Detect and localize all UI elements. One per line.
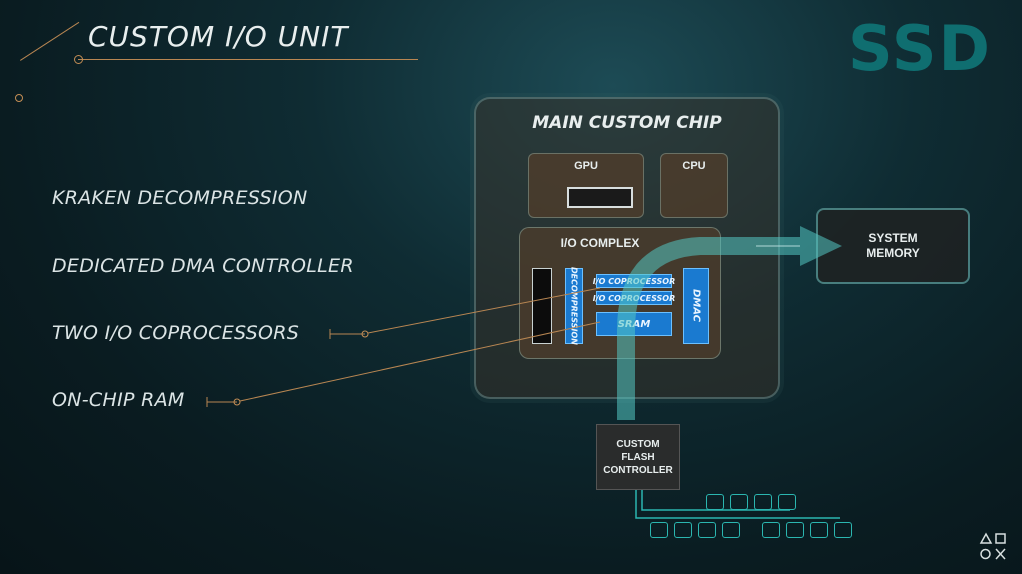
nand-chip — [778, 494, 796, 510]
feature-ram: ON-CHIP RAM — [52, 389, 185, 411]
nand-chip — [722, 522, 740, 538]
gpu-label: GPU — [574, 160, 598, 172]
system-memory-label: SYSTEM MEMORY — [866, 231, 920, 260]
flash-bus-lines — [635, 488, 840, 519]
nand-chip — [754, 494, 772, 510]
cpu-block: CPU — [660, 153, 728, 218]
coprocessor-callout-line — [329, 287, 601, 339]
decompression-block: DECOMPRESSION — [565, 267, 583, 345]
nand-chip — [698, 522, 716, 538]
main-chip-label: MAIN CUSTOM CHIP — [532, 113, 722, 133]
nand-chip — [834, 522, 852, 538]
ram-callout-line — [206, 321, 601, 407]
flash-controller-block: CUSTOM FLASH CONTROLLER — [596, 424, 680, 490]
nand-chip — [706, 494, 724, 510]
feature-kraken: KRAKEN DECOMPRESSION — [52, 187, 308, 209]
dmac-block: DMAC — [683, 268, 709, 344]
nand-chip — [810, 522, 828, 538]
io-slot — [532, 268, 552, 344]
title-connector-dot — [15, 94, 23, 102]
title-underline-dot — [74, 55, 83, 64]
nand-chip — [786, 522, 804, 538]
playstation-logo-icon — [979, 532, 1006, 560]
feature-dma: DEDICATED DMA CONTROLLER — [52, 255, 354, 277]
data-flow-path — [617, 226, 842, 420]
gpu-block: GPU — [528, 153, 644, 218]
nand-chip — [762, 522, 780, 538]
title-underline — [78, 59, 418, 60]
ssd-badge: SSD — [848, 12, 992, 85]
page-title: CUSTOM I/O UNIT — [88, 20, 349, 53]
flash-controller-label: CUSTOM FLASH CONTROLLER — [603, 438, 673, 476]
nand-chip — [730, 494, 748, 510]
feature-coprocessors: TWO I/O COPROCESSORS — [52, 322, 300, 344]
cpu-label: CPU — [682, 160, 706, 172]
io-complex-label: I/O COMPLEX — [560, 236, 640, 250]
nand-chip — [674, 522, 692, 538]
nand-chip — [650, 522, 668, 538]
gpu-bar — [567, 187, 633, 208]
